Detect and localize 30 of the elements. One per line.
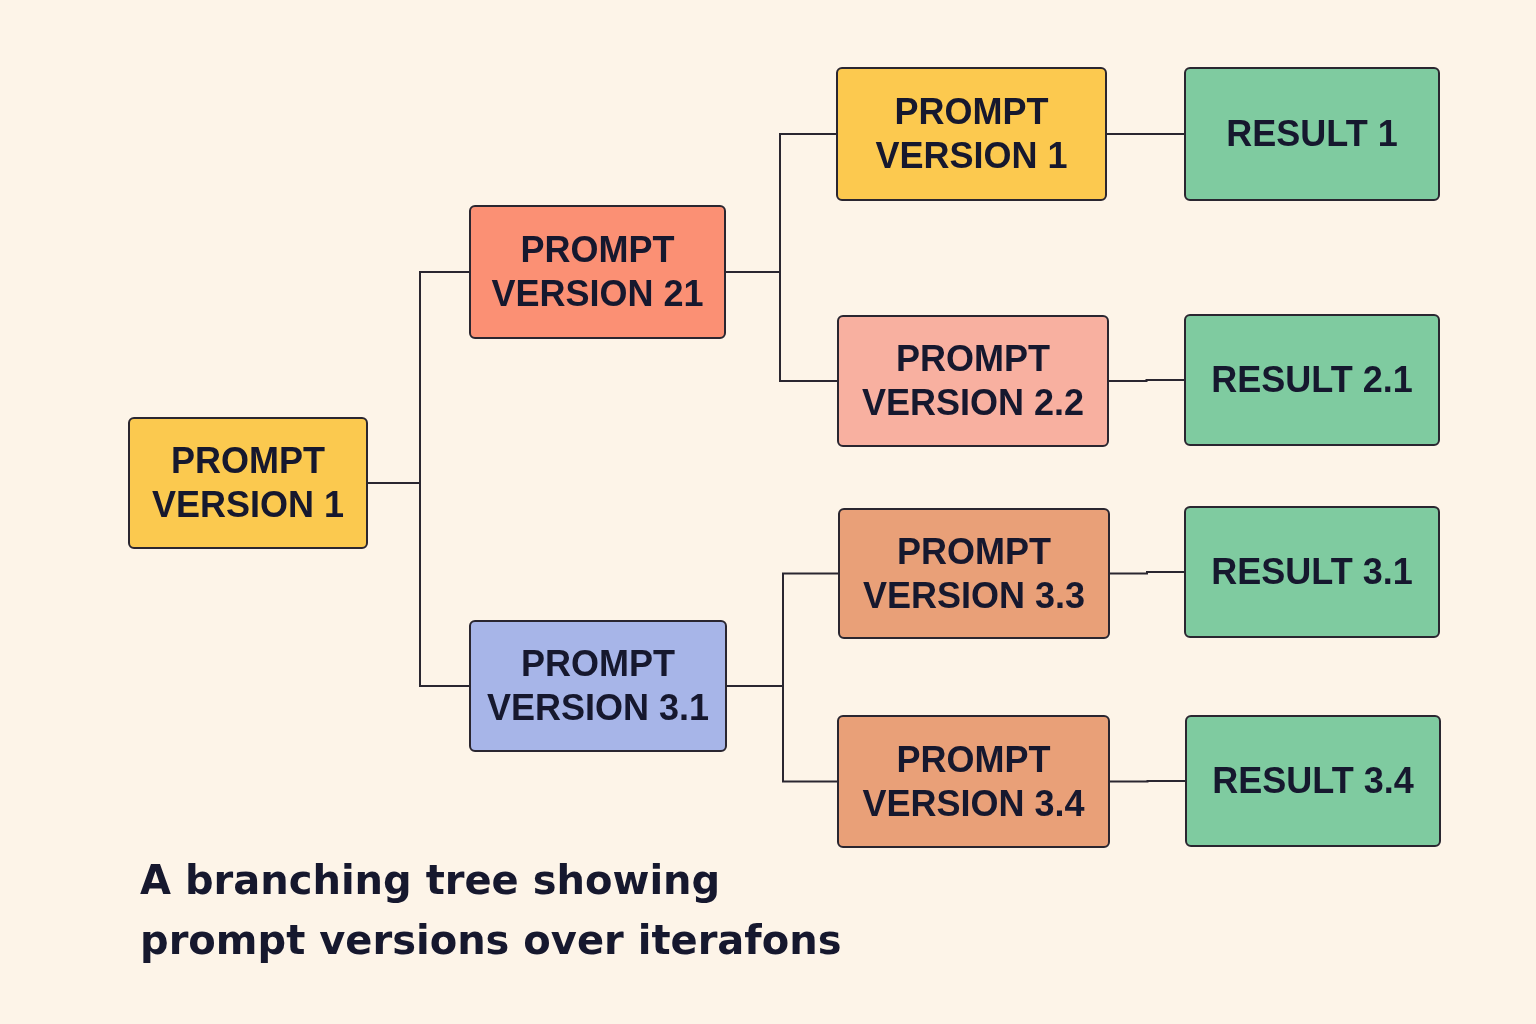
process-box <box>1184 67 1440 201</box>
box-label: PROMPT VERSION 3.3 <box>861 529 1087 618</box>
box-label: PROMPT VERSION 3.1 <box>485 642 711 730</box>
connector-line <box>367 482 470 687</box>
connector-line <box>725 271 838 382</box>
process-box <box>469 205 726 339</box>
box-label: RESULT 3.1 <box>1210 550 1414 594</box>
box-label: PROMPT VERSION 1 <box>874 90 1069 178</box>
box-label: PROMPT VERSION 1 <box>150 439 346 527</box>
process-box <box>128 417 368 549</box>
process-box <box>1185 715 1441 847</box>
process-box <box>469 620 727 752</box>
process-box <box>1184 506 1440 638</box>
process-box <box>1184 314 1440 446</box>
process-box <box>838 508 1110 639</box>
caption-text: A branching tree showing prompt versions over iterafons <box>140 856 843 965</box>
box-label: RESULT 3.4 <box>1211 759 1415 803</box>
process-box <box>837 715 1110 848</box>
box-label: RESULT 2.1 <box>1210 358 1414 402</box>
process-box <box>836 67 1107 201</box>
connector-line <box>1109 571 1185 575</box>
process-box <box>837 315 1109 447</box>
connector-line <box>1106 133 1185 135</box>
box-label: RESULT 1 <box>1225 112 1399 156</box>
connector-line <box>1108 379 1185 382</box>
box-label: PROMPT VERSION 3.4 <box>861 737 1086 826</box>
connector-line <box>726 685 838 783</box>
box-label: PROMPT VERSION 21 <box>490 228 705 316</box>
connector-line <box>1109 780 1186 783</box>
box-label: PROMPT VERSION 2.2 <box>860 337 1086 425</box>
